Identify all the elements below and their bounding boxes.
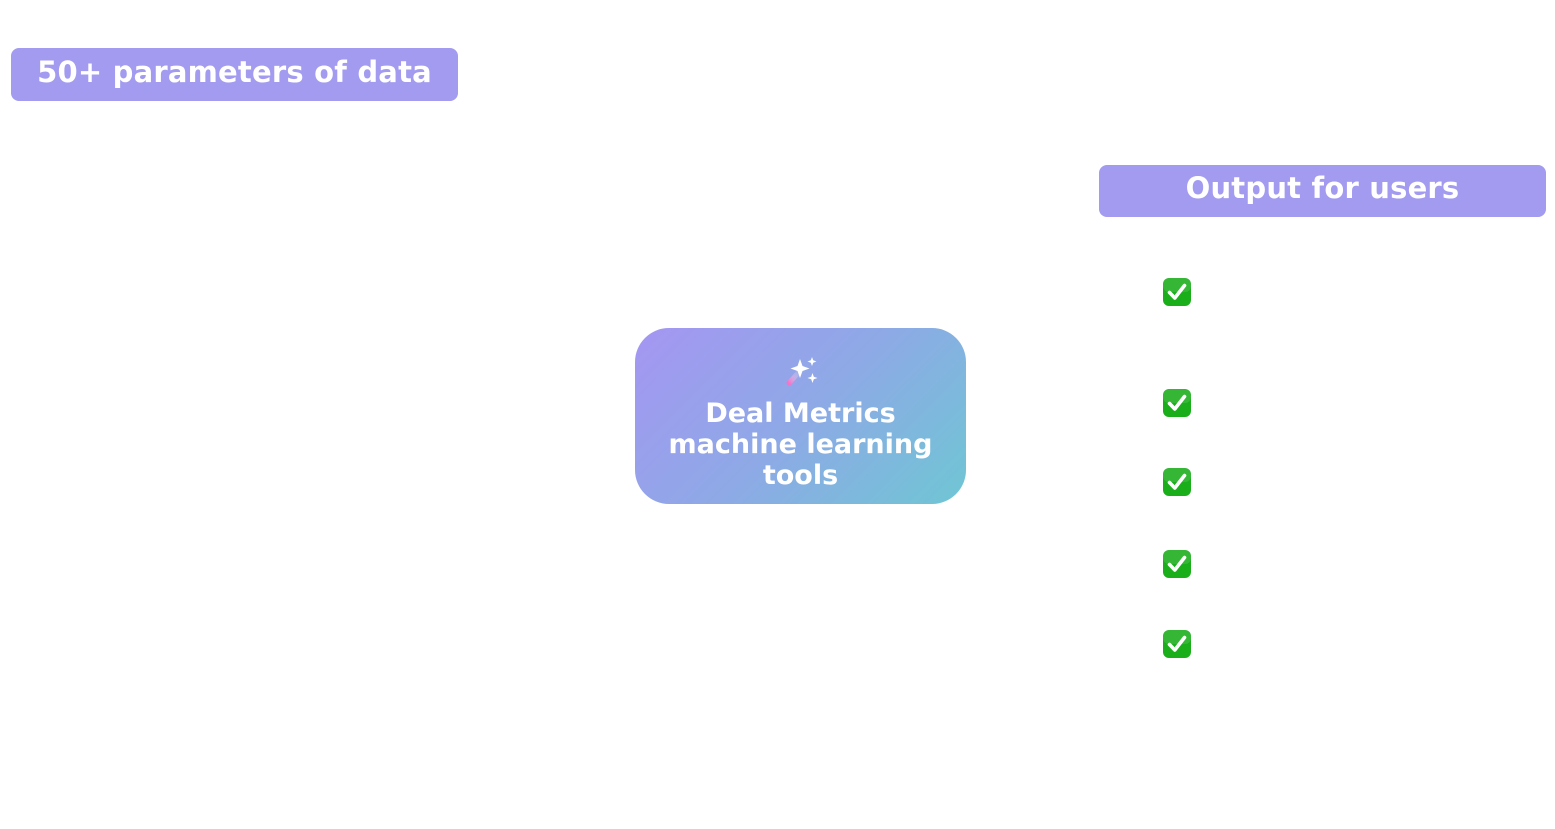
ml-tools-title-line: machine learning [668, 429, 933, 460]
sparkles-icon [786, 357, 818, 386]
output-for-users-header: Output for users [1099, 165, 1546, 217]
check-mark-button-icon [1163, 389, 1191, 417]
check-mark-button-icon [1163, 550, 1191, 578]
ml-tools-title: Deal Metrics machine learning tools [635, 398, 966, 491]
ml-tools-title-line: Deal Metrics [705, 398, 896, 429]
input-parameters-header: 50+ parameters of data [11, 48, 458, 101]
ml-tools-node: Deal Metrics machine learning tools [635, 328, 966, 504]
ml-tools-title-line: tools [762, 460, 839, 491]
check-mark-button-icon [1163, 630, 1191, 658]
check-mark-button-icon [1163, 278, 1191, 306]
check-mark-button-icon [1163, 468, 1191, 496]
